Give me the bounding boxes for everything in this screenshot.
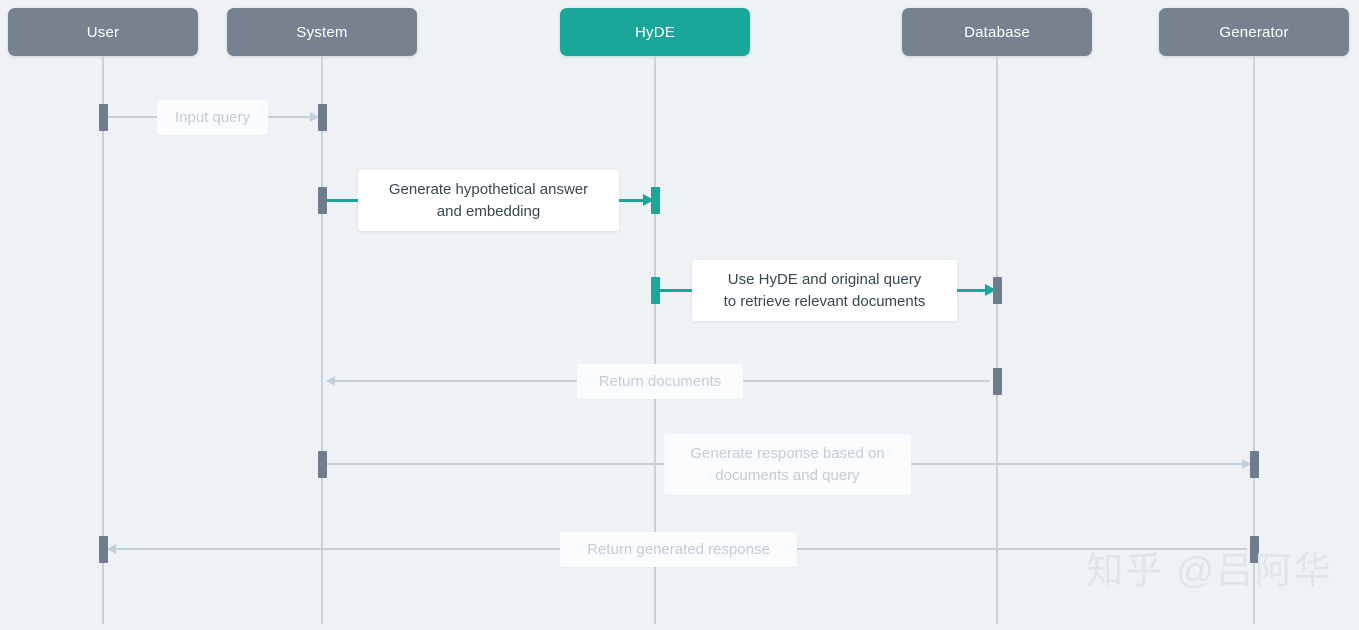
watermark: 知乎 @吕阿华 — [1086, 550, 1333, 591]
arrow-head-m2 — [643, 194, 654, 206]
message-label-m5: Generate response based on documents and… — [664, 434, 911, 495]
lifeline-database — [996, 56, 998, 624]
arrow-head-m6 — [107, 544, 116, 554]
message-label-m1: Input query — [157, 100, 268, 135]
participant-generator[interactable]: Generator — [1159, 8, 1349, 56]
activation-bar-system — [318, 104, 327, 131]
participant-hyde[interactable]: HyDE — [560, 8, 750, 56]
activation-bar-generator — [1250, 451, 1259, 478]
participant-label: HyDE — [635, 23, 675, 41]
message-label-m6: Return generated response — [560, 532, 797, 567]
participant-system[interactable]: System — [227, 8, 417, 56]
lifeline-user — [102, 56, 104, 624]
participant-label: System — [296, 23, 348, 41]
participant-database[interactable]: Database — [902, 8, 1092, 56]
lifeline-generator — [1253, 56, 1255, 624]
activation-bar-user — [99, 536, 108, 563]
activation-bar-system — [318, 187, 327, 214]
activation-bar-hyde — [651, 187, 660, 214]
activation-bar-database — [993, 368, 1002, 395]
participant-label: User — [86, 23, 120, 41]
arrow-head-m5 — [1242, 459, 1251, 469]
participant-label: Database — [964, 23, 1030, 41]
message-label-m2: Generate hypothetical answer and embeddi… — [358, 170, 619, 231]
arrow-head-m4 — [326, 376, 335, 386]
activation-bar-generator — [1250, 536, 1259, 563]
participant-user[interactable]: User — [8, 8, 198, 56]
arrow-head-m3 — [985, 284, 996, 296]
arrow-head-m1 — [310, 112, 319, 122]
activation-bar-user — [99, 104, 108, 131]
activation-bar-hyde — [651, 277, 660, 304]
message-label-m4: Return documents — [577, 364, 743, 399]
lifeline-system — [321, 56, 323, 624]
lifeline-hyde — [654, 56, 656, 624]
participant-label: Generator — [1219, 23, 1289, 41]
message-label-m3: Use HyDE and original query to retrieve … — [692, 260, 957, 321]
activation-bar-database — [993, 277, 1002, 304]
activation-bar-system — [318, 451, 327, 478]
